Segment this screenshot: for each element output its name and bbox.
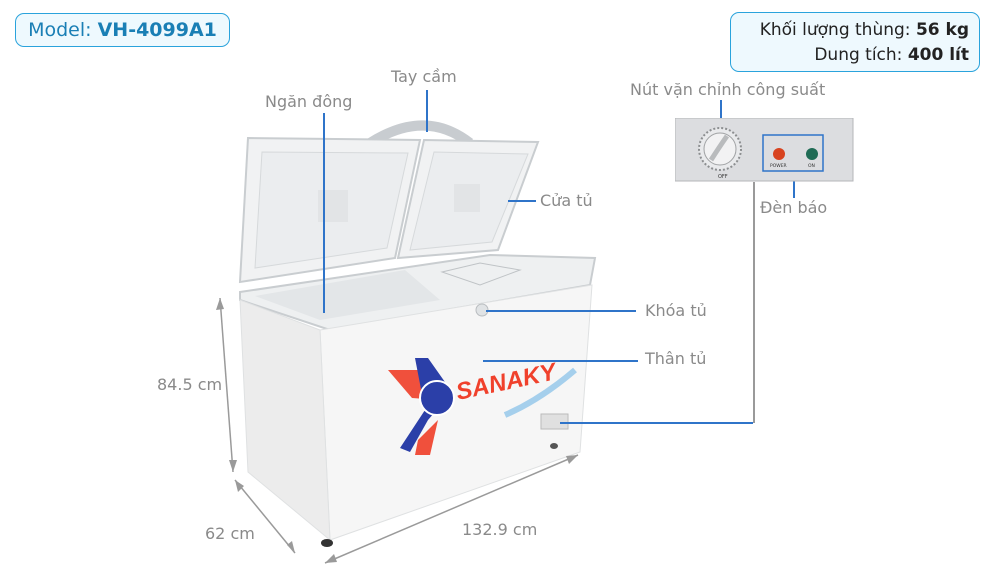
callout-line-handle xyxy=(426,90,428,132)
depth-dimension: 62 cm xyxy=(205,524,255,543)
label-body: Thân tủ xyxy=(645,349,707,368)
indicator-lights-group xyxy=(762,134,824,172)
on-light xyxy=(806,148,818,160)
spec-capacity: Dung tích: 400 lít xyxy=(814,45,969,65)
label-handle: Tay cầm xyxy=(391,67,457,86)
model-value: VH-4099A1 xyxy=(97,19,217,41)
callout-line-body xyxy=(483,360,638,362)
callout-line-freezer xyxy=(323,113,325,313)
model-prefix: Model: xyxy=(28,19,92,41)
svg-text:OFF: OFF xyxy=(718,174,728,180)
width-dimension: 132.9 cm xyxy=(462,520,538,539)
power-light xyxy=(773,148,785,160)
label-freezer-compartment: Ngăn đông xyxy=(265,92,353,111)
control-panel-closeup: OFF POWER ON xyxy=(675,118,854,182)
callout-line-door xyxy=(508,200,536,202)
logo-globe xyxy=(419,380,455,416)
label-door: Cửa tủ xyxy=(540,191,593,210)
svg-text:ON: ON xyxy=(808,163,815,169)
callout-line-panel-vertical xyxy=(753,182,755,423)
svg-text:POWER: POWER xyxy=(770,163,787,169)
handle-shape xyxy=(367,120,474,148)
callout-line-lock xyxy=(486,310,636,312)
spec-weight: Khối lượng thùng: 56 kg xyxy=(759,20,969,40)
callout-line-lights xyxy=(793,178,795,198)
model-badge: Model: VH-4099A1 xyxy=(15,13,230,47)
label-lock: Khóa tủ xyxy=(645,301,707,320)
height-dimension: 84.5 cm xyxy=(157,375,223,394)
label-power-knob: Nút vặn chỉnh công suất xyxy=(630,80,826,99)
callout-line-panel xyxy=(560,422,753,424)
spec-box: Khối lượng thùng: 56 kg Dung tích: 400 l… xyxy=(730,12,980,72)
label-indicator-lights: Đèn báo xyxy=(760,198,828,217)
